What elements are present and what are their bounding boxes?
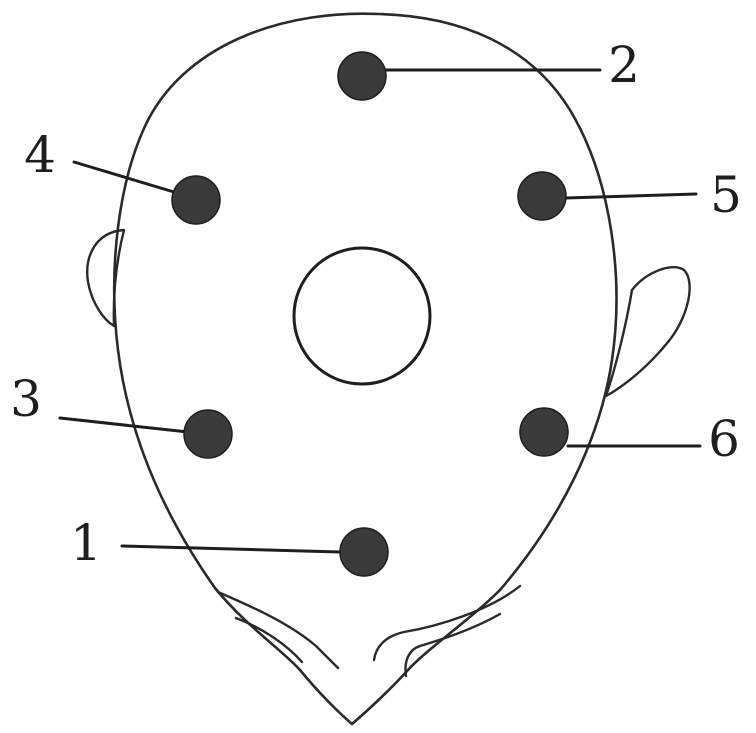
electrode-6-label: 6 — [708, 410, 740, 468]
electrode-3-label: 3 — [10, 370, 42, 428]
electrode-5-label: 5 — [710, 166, 742, 224]
electrode-6-marker — [520, 408, 568, 456]
left-ear — [87, 230, 124, 326]
electrode-4-marker — [172, 176, 220, 224]
vertex-circle — [294, 248, 430, 384]
electrode-1-marker — [340, 528, 388, 576]
electrode-5-leader-line — [566, 194, 696, 198]
electrode-4-label: 4 — [24, 126, 56, 184]
electrode-5-marker — [518, 172, 566, 220]
electrode-1-leader-line — [122, 546, 340, 552]
electrode-3-leader-line — [60, 418, 188, 432]
right-cheek-line — [374, 586, 520, 660]
electrode-1-label: 1 — [70, 514, 102, 572]
electrode-2-label: 2 — [608, 36, 640, 94]
right-ear — [606, 267, 690, 396]
electrode-2-marker — [338, 52, 386, 100]
left-cheek-line — [218, 592, 338, 668]
electrode-3-marker — [184, 410, 232, 458]
right-nostril-line — [406, 614, 500, 676]
